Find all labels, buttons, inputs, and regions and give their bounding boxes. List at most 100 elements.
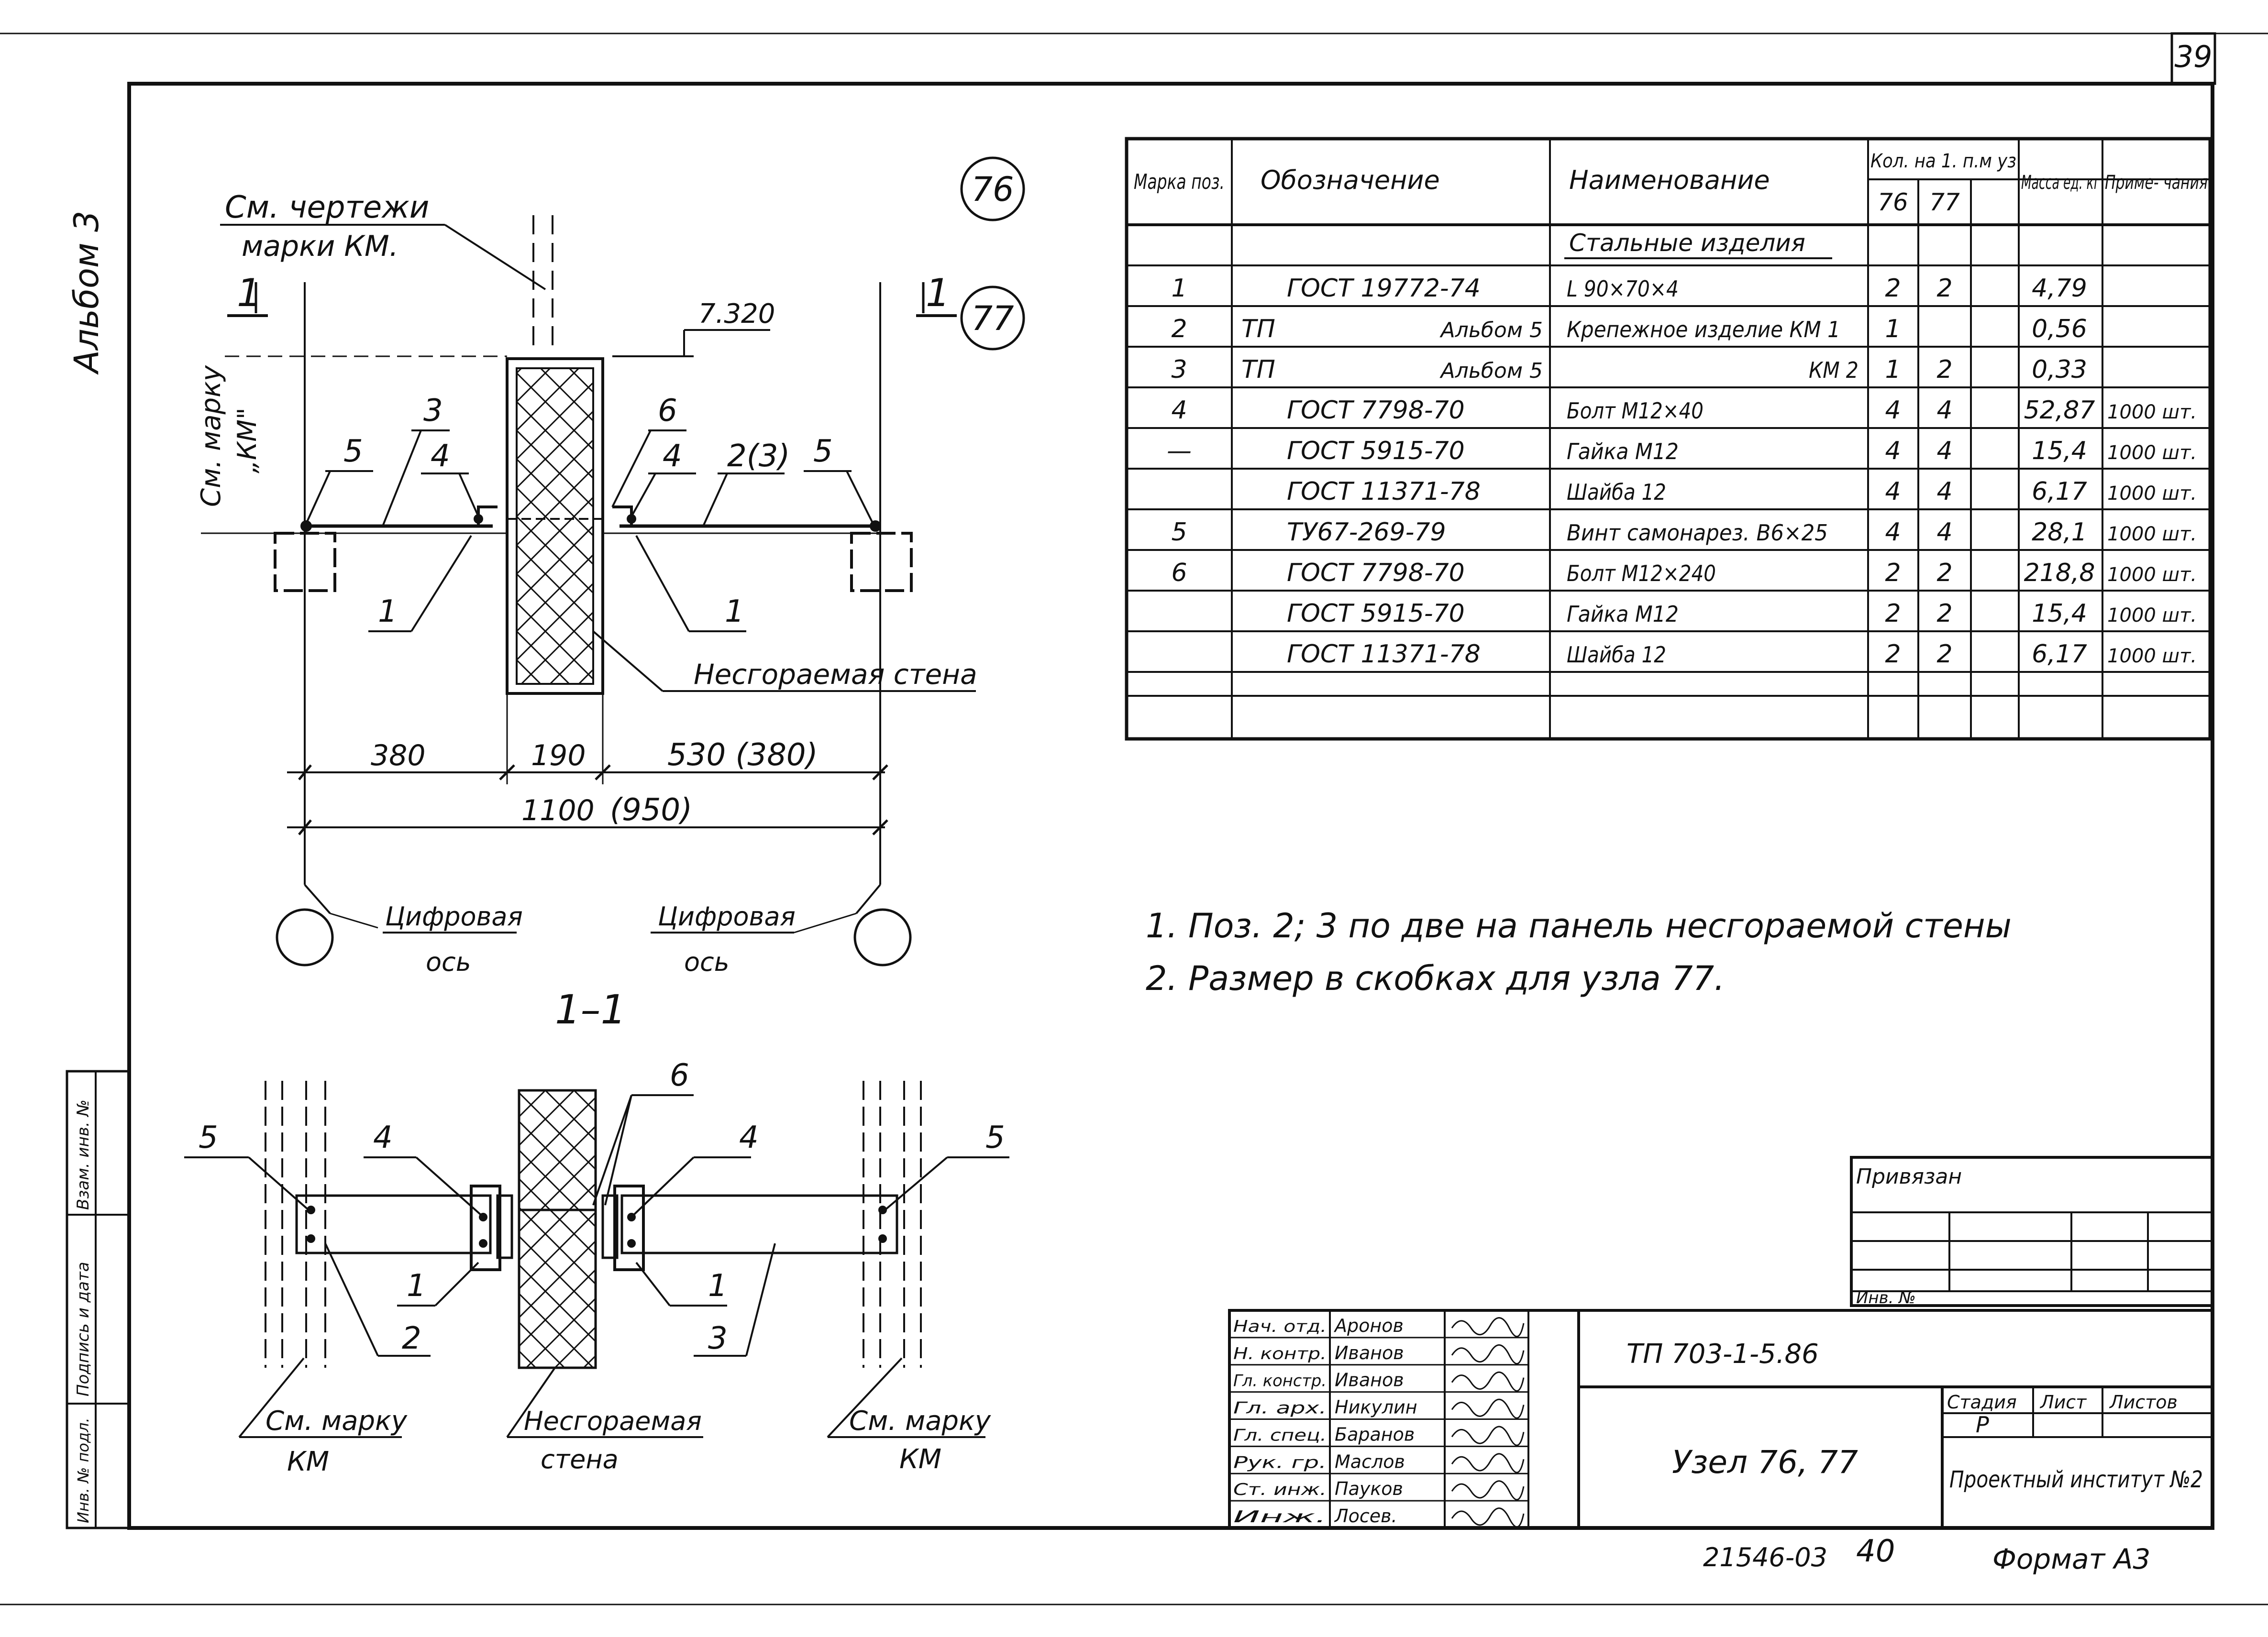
sec-pos-5-left: 5 <box>199 1120 218 1155</box>
sec-pos-4-left: 4 <box>373 1120 393 1155</box>
cell-mass: 15,4 <box>2032 599 2087 628</box>
privyazan-block: Привязан Инв. № <box>1850 1156 2214 1307</box>
pos-4-left: 4 <box>431 439 450 474</box>
signature-mark <box>1451 1507 1525 1528</box>
cell-name: Шайба 12 <box>1567 479 1666 505</box>
signature-mark <box>1451 1317 1525 1338</box>
cell-mark: 6 <box>1171 559 1187 587</box>
sec-pos-1-right: 1 <box>708 1268 728 1304</box>
sec-pos-6: 6 <box>670 1058 689 1093</box>
signature-mark <box>1451 1398 1525 1419</box>
title-role: Нач. отд. <box>1233 1317 1327 1336</box>
cell-designation: ГОСТ 19772-74 <box>1287 274 1481 303</box>
cell-qty77: 4 <box>1936 396 1952 425</box>
archive-page: 40 <box>1856 1534 1895 1569</box>
cell-mark: 2 <box>1171 315 1187 343</box>
sheet-number-box: 39 <box>2170 32 2216 85</box>
node-drawing: 76 77 См. чертежи марки КМ. См. марку „К… <box>196 156 1025 1033</box>
archive-number: 21546-03 <box>1703 1542 1827 1572</box>
cell-mass: 28,1 <box>2032 518 2087 547</box>
sec-pos-5-right: 5 <box>985 1120 1005 1155</box>
title-role: Ст. инж. <box>1233 1480 1327 1499</box>
stage-value: Р <box>1976 1412 1989 1438</box>
cell-note: 1000 шт. <box>2107 645 2197 667</box>
cell-designation: ГОСТ 11371-78 <box>1287 477 1481 506</box>
cell-qty76: 2 <box>1885 559 1901 587</box>
cell-designation: ГОСТ 7798-70 <box>1287 559 1465 587</box>
pos-1-right: 1 <box>725 594 744 629</box>
node-mark-76: 76 <box>971 170 1014 209</box>
format-label: Формат А3 <box>1992 1543 2150 1575</box>
cell-mass: 0,56 <box>2032 315 2087 343</box>
axis-label-right-1: Цифровая <box>658 901 796 932</box>
cell-qty76: 2 <box>1885 640 1901 669</box>
cell-prefix: ТП <box>1241 355 1275 384</box>
organization: Проектный институт №2 <box>1949 1466 2203 1493</box>
title-role: Гл. констр. <box>1233 1372 1327 1391</box>
hdr-qty: Кол. на 1. п.м уз <box>1870 150 2016 172</box>
pos-1-left: 1 <box>378 594 398 629</box>
cell-mark: 1 <box>1171 274 1187 303</box>
cell-qty77: 4 <box>1936 518 1952 547</box>
hdr-name: Наименование <box>1569 165 1770 195</box>
spec-table: Марка поз. Обозначение Наименование Кол.… <box>1125 137 2212 741</box>
privyazan-inv: Инв. № <box>1856 1288 1916 1307</box>
cell-qty76: 4 <box>1885 477 1901 506</box>
sec-pos-1-left: 1 <box>407 1268 426 1304</box>
title-name: Маслов <box>1335 1451 1405 1472</box>
cell-qty76: 2 <box>1885 599 1901 628</box>
cell-qty77: 2 <box>1936 599 1952 628</box>
cell-mass: 218,8 <box>2024 559 2095 587</box>
notes: 1. Поз. 2; 3 по две на панель несгораемо… <box>1146 906 2012 998</box>
cell-qty76: 4 <box>1885 518 1901 547</box>
margin-inv-podl: Инв. № подл. <box>74 1417 92 1523</box>
sheet-number: 39 <box>2175 39 2213 74</box>
see-drawings-line2: марки КМ. <box>242 230 398 263</box>
title-role: Н. контр. <box>1233 1344 1327 1363</box>
elevation-mark: 7.320 <box>698 298 775 330</box>
cell-note: 1000 шт. <box>2107 604 2197 626</box>
sec-wall-2: стена <box>541 1444 619 1474</box>
cell-note: 1000 шт. <box>2107 401 2197 423</box>
dim-380: 380 <box>371 739 426 772</box>
section-steel: Стальные изделия <box>1569 229 1805 257</box>
sec-see-mark-left-1: См. марку <box>266 1406 408 1437</box>
axis-label-right-2: ось <box>684 947 730 977</box>
dim-530: 530 (380) <box>667 737 818 773</box>
cell-qty76: 4 <box>1885 396 1901 425</box>
sec-pos-2: 2 <box>402 1321 421 1356</box>
cell-mass: 0,33 <box>2032 355 2087 384</box>
cell-prefix: ТП <box>1241 315 1275 343</box>
cell-designation: ГОСТ 5915-70 <box>1287 437 1465 465</box>
cell-designation: ТУ67-269-79 <box>1287 518 1446 547</box>
sheet-title: Узел 76, 77 <box>1672 1444 1858 1481</box>
title-name: Иванов <box>1335 1342 1404 1363</box>
cell-note: 1000 шт. <box>2107 483 2197 505</box>
title-name: Аронов <box>1333 1315 1404 1336</box>
cell-mark: 5 <box>1171 518 1187 547</box>
signature-mark <box>1451 1480 1525 1501</box>
hdr-qty76: 76 <box>1878 188 1908 216</box>
cell-mass: 15,4 <box>2032 437 2087 465</box>
pos-5-right: 5 <box>813 434 833 469</box>
sec-see-mark-right-2: КМ <box>899 1444 941 1475</box>
cell-designation: ГОСТ 5915-70 <box>1287 599 1465 628</box>
see-drawings-line1: См. чертежи <box>225 190 429 225</box>
sheet-label: Лист <box>2039 1392 2087 1413</box>
title-name: Баранов <box>1335 1424 1415 1445</box>
dim-950: (950) <box>610 792 692 828</box>
note-1: 1. Поз. 2; 3 по две на панель несгораемо… <box>1146 906 2012 945</box>
axis-label-left-2: ось <box>426 947 471 977</box>
see-mark-vertical: См. марку <box>196 365 227 507</box>
cell-mark: 3 <box>1171 355 1187 384</box>
cell-name: Болт М12×240 <box>1567 560 1716 586</box>
note-2: 2. Размер в скобках для узла 77. <box>1146 959 1725 998</box>
sec-see-mark-left-2: КМ <box>287 1446 329 1477</box>
cell-name: Крепежное изделие КМ 1 <box>1567 317 1840 342</box>
hdr-designation: Обозначение <box>1261 165 1440 195</box>
hdr-note: Приме- чания <box>2105 172 2208 194</box>
